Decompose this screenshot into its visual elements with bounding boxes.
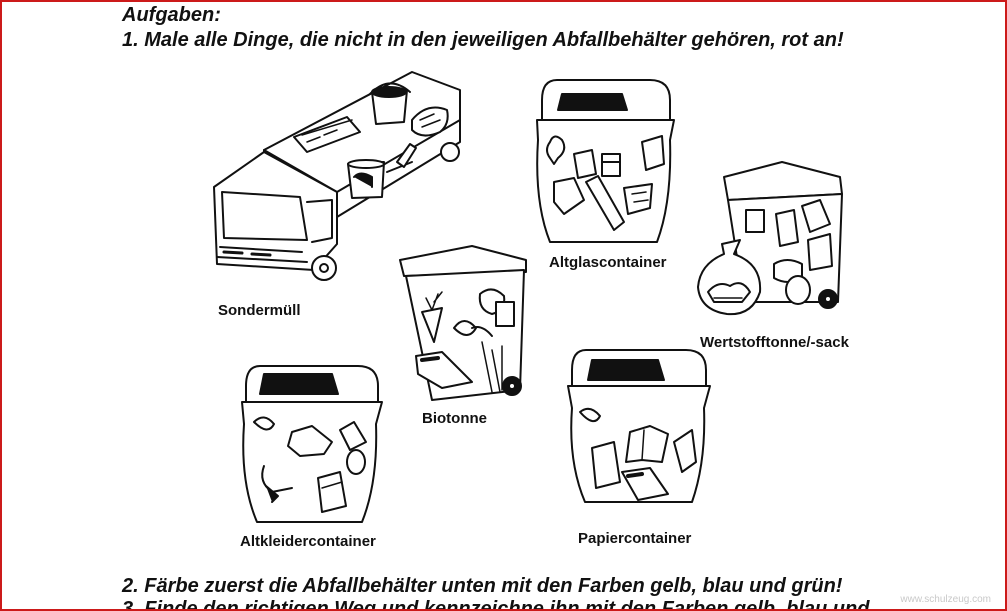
altglas-container-icon <box>536 79 675 243</box>
label-altkleidercontainer: Altkleidercontainer <box>240 533 376 550</box>
biotonne-icon <box>399 245 527 401</box>
task-2-text: 2. Färbe zuerst die Abfallbehälter unten… <box>122 575 843 597</box>
label-altglascontainer: Altglascontainer <box>549 254 667 271</box>
wertstoff-bin-icon <box>697 161 843 316</box>
label-sondermuell: Sondermüll <box>218 302 301 319</box>
label-papiercontainer: Papiercontainer <box>578 530 692 547</box>
task-3-text-partial: 3. Finde den richtigen Weg und kennzeich… <box>122 598 870 611</box>
watermark: www.schulzeug.com <box>900 594 991 605</box>
altkleider-container-icon <box>241 365 383 523</box>
label-wertstofftonne: Wertstofftonne/-sack <box>700 334 849 351</box>
label-biotonne: Biotonne <box>422 410 487 427</box>
task-1-text: 1. Male alle Dinge, die nicht in den jew… <box>122 29 844 51</box>
papier-container-icon <box>567 349 711 503</box>
tasks-heading: Aufgaben: <box>122 4 221 26</box>
truck-icon <box>213 71 461 281</box>
